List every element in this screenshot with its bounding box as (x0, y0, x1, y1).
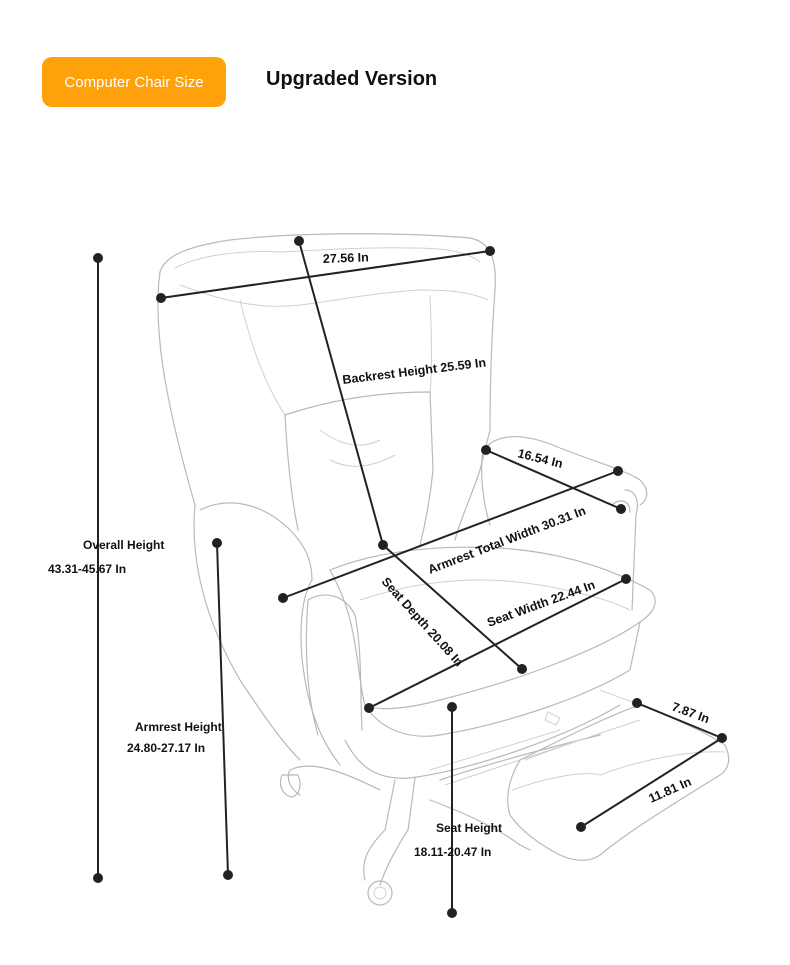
footrest-width-start-dot (632, 698, 642, 708)
dimension-lines (93, 236, 727, 918)
armrest-height-value: 24.80-27.17 In (127, 741, 205, 755)
armrest-depth-line (485, 449, 622, 510)
armrest-depth-end-dot (616, 504, 626, 514)
chair-size-badge: Computer Chair Size (42, 57, 226, 107)
page-title: Upgraded Version (266, 68, 438, 90)
backrest-height-label: Backrest Height 25.59 In (342, 355, 487, 387)
footrest-length-line (580, 737, 723, 828)
backrest-height-line (298, 240, 384, 546)
chair-illustration (157, 233, 730, 906)
armrest-height-line (216, 542, 229, 876)
seat-depth-label: Seat Depth 20.08 In (379, 575, 466, 670)
top-width-end-dot (485, 246, 495, 256)
seat-depth-line (382, 544, 523, 670)
footrest-length-start-dot (576, 822, 586, 832)
armrest-height-bottom-dot (223, 870, 233, 880)
seat-depth-end-dot (517, 664, 527, 674)
seat-height-label: Seat Height (436, 821, 502, 835)
top-width-start-dot (156, 293, 166, 303)
seat-width-line (368, 578, 627, 709)
armrest-depth-start-dot (481, 445, 491, 455)
armrest-total-width-end-dot (613, 466, 623, 476)
seat-width-start-dot (364, 703, 374, 713)
armrest-total-width-start-dot (278, 593, 288, 603)
overall-height-value: 43.31-45.67 In (48, 562, 126, 576)
armrest-total-width-label: Armrest Total Width 30.31 In (426, 504, 588, 577)
seat-width-end-dot (621, 574, 631, 584)
footrest-length-label: 11.81 In (647, 775, 694, 806)
overall-height-bottom-dot (93, 873, 103, 883)
seat-height-top-dot (447, 702, 457, 712)
armrest-height-label: Armrest Height (135, 720, 222, 734)
backrest-top-dot (294, 236, 304, 246)
overall-height-label: Overall Height (83, 538, 164, 552)
footrest-width-label: 7.87 In (670, 700, 711, 726)
overall-height-top-dot (93, 253, 103, 263)
armrest-height-top-dot (212, 538, 222, 548)
dimension-labels: 27.56 In Backrest Height 25.59 In 16.54 … (48, 250, 711, 859)
top-width-line (160, 250, 491, 299)
seat-height-value: 18.11-20.47 In (414, 845, 491, 859)
footrest-width-line (636, 702, 723, 739)
top-width-label: 27.56 In (323, 250, 369, 266)
seat-height-bottom-dot (447, 908, 457, 918)
armrest-total-width-line (282, 470, 619, 599)
